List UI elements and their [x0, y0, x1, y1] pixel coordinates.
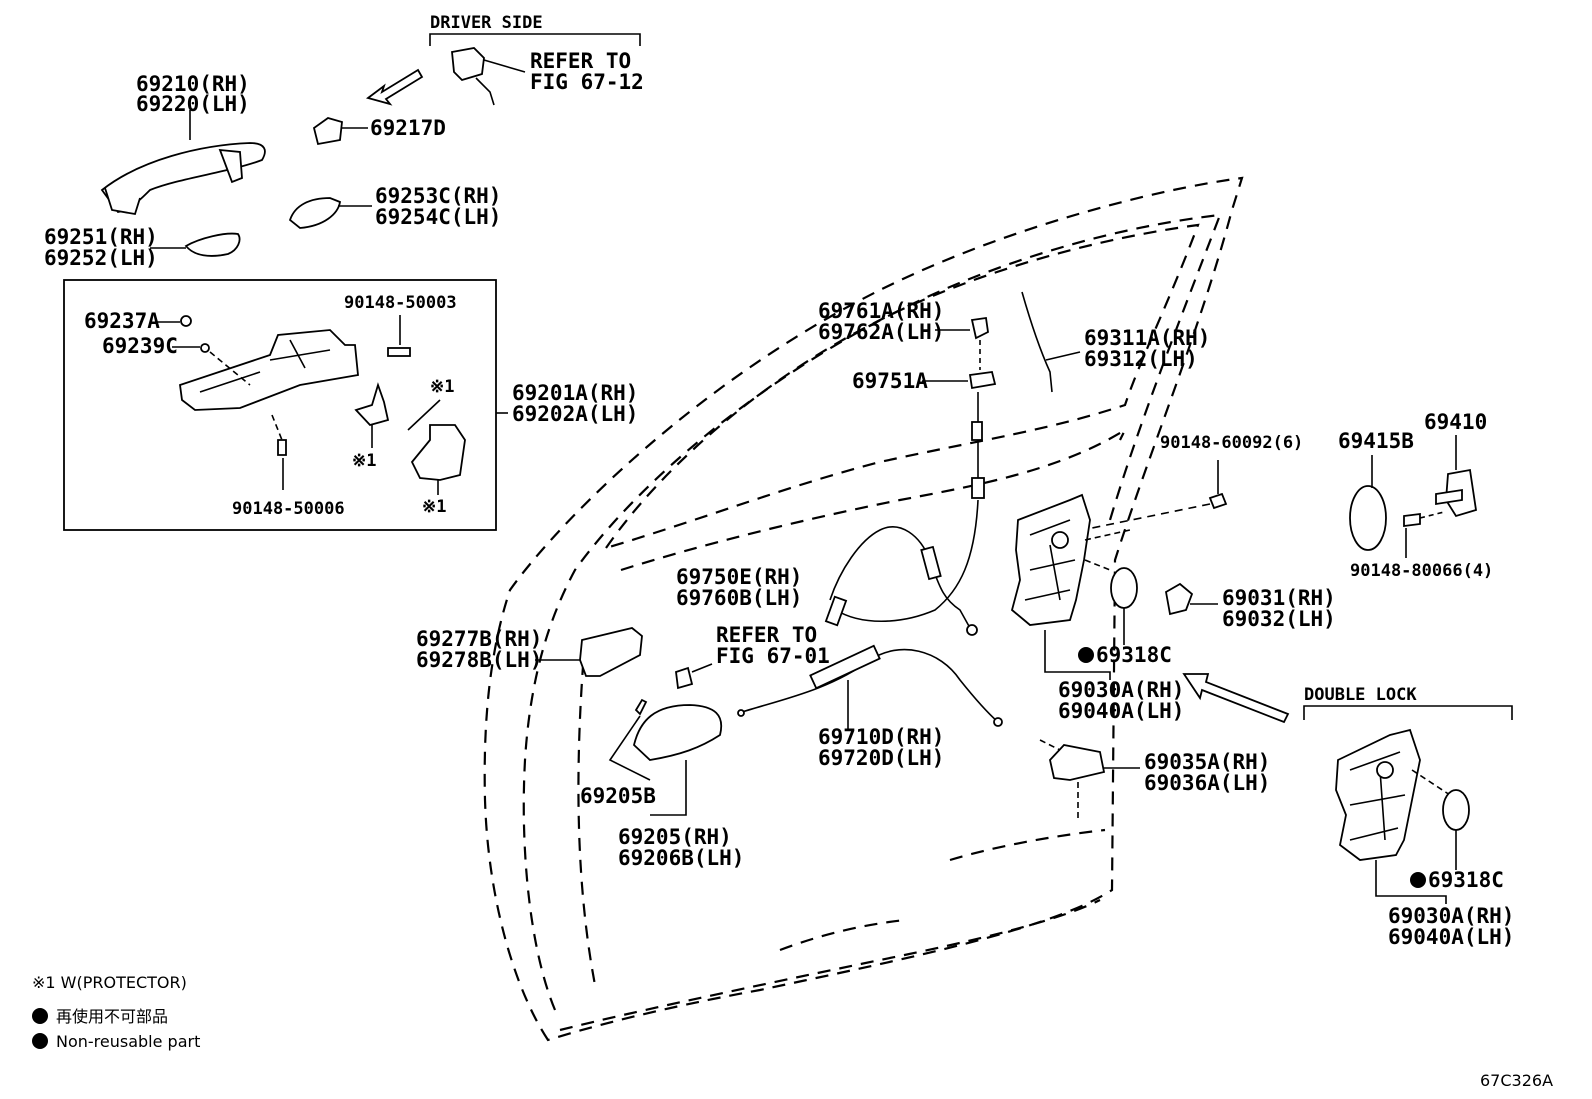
label-69040a-a: 69040A(LH) [1058, 699, 1184, 723]
label-69750e: 69750E(RH) [676, 565, 802, 589]
label-fig-67-12: FIG 67-12 [530, 70, 644, 94]
part-69205 [633, 704, 723, 761]
label-69202a: 69202A(LH) [512, 402, 638, 426]
sensor-unit [410, 424, 466, 481]
label-69035a: 69035A(RH) [1144, 750, 1270, 774]
label-69205b: 69205B [580, 784, 656, 808]
label-69239c: 69239C [102, 334, 178, 358]
double-lock-bracket [1303, 705, 1513, 720]
label-69030a-b: 69030A(RH) [1388, 904, 1514, 928]
label-refer-to-b: REFER TO [716, 623, 817, 647]
label-69252: 69252(LH) [44, 246, 158, 270]
arrow-icon [365, 68, 424, 106]
driver-side-bracket [429, 33, 641, 46]
legend-non-reusable-en: Non-reusable part [56, 1032, 200, 1051]
label-fig-67-01: FIG 67-01 [716, 644, 830, 668]
screw-90148-80066 [1403, 512, 1421, 528]
screw-90148-60092 [1208, 492, 1228, 510]
label-refer-to-a: REFER TO [530, 49, 631, 73]
label-69415b: 69415B [1338, 429, 1414, 453]
label-69720d: 69720D(LH) [818, 746, 944, 770]
label-69201a: 69201A(RH) [512, 381, 638, 405]
screw-90148-50006 [277, 439, 287, 456]
label-90148-50003: 90148-50003 [344, 293, 457, 313]
outside-handle [100, 110, 266, 216]
label-69318c-a: 69318C [1096, 643, 1172, 667]
label-69410: 69410 [1424, 410, 1487, 434]
label-69311a: 69311A(RH) [1084, 326, 1210, 350]
nonreusable-dot-a [1078, 647, 1094, 663]
part-69251 [184, 232, 241, 257]
label-mark1a: ※1 [352, 451, 376, 471]
rod-69311a [1021, 291, 1053, 393]
label-69760b: 69760B(LH) [676, 586, 802, 610]
label-69253c: 69253C(RH) [375, 184, 501, 208]
assembly-box [63, 279, 497, 531]
label-mark1c: ※1 [422, 497, 446, 517]
screw-90148-50003 [387, 347, 411, 357]
label-69205: 69205(RH) [618, 825, 732, 849]
label-90148-60092: 90148-60092(6) [1160, 433, 1303, 453]
nonreusable-dot-b [1410, 872, 1426, 888]
label-double-lock: DOUBLE LOCK [1304, 685, 1417, 705]
cable-69750e [829, 526, 971, 629]
label-69210: 69210(RH) [136, 72, 250, 96]
label-69030a-a: 69030A(RH) [1058, 678, 1184, 702]
double-lock-arrow-icon [1182, 673, 1290, 724]
label-69217d: 69217D [370, 116, 446, 140]
label-69220: 69220(LH) [136, 92, 250, 116]
label-69710d: 69710D(RH) [818, 725, 944, 749]
part-69031 [1165, 582, 1194, 616]
part-69415b [1349, 485, 1387, 551]
label-69237a: 69237A [84, 309, 160, 333]
label-69032: 69032(LH) [1222, 607, 1336, 631]
label-69031: 69031(RH) [1222, 586, 1336, 610]
legend-dot-en [32, 1033, 48, 1049]
part-69217d [312, 117, 343, 146]
part-69277b [579, 627, 643, 677]
bracket-small [354, 382, 390, 427]
label-mark1b: ※1 [430, 377, 454, 397]
label-driver-side: DRIVER SIDE [430, 13, 543, 33]
legend-non-reusable-jp: 再使用不可部品 [56, 1007, 168, 1026]
label-69277b: 69277B(RH) [416, 627, 542, 651]
label-69761a: 69761A(RH) [818, 299, 944, 323]
label-69251: 69251(RH) [44, 225, 158, 249]
key-cylinder [451, 47, 485, 82]
door-lock-double [1335, 728, 1421, 861]
part-69237a [180, 315, 192, 327]
door-lock-main [1010, 493, 1091, 626]
label-90148-50006: 90148-50006 [232, 499, 345, 519]
figure-code: 67C326A [1480, 1071, 1553, 1090]
ring-69318c-b [1442, 789, 1470, 831]
part-69253c [288, 197, 342, 229]
ring-69318c-a [1110, 567, 1138, 609]
label-69254c: 69254C(LH) [375, 205, 501, 229]
handle-frame [179, 329, 359, 411]
label-69036a: 69036A(LH) [1144, 771, 1270, 795]
label-69206b: 69206B(LH) [618, 846, 744, 870]
label-69318c-b: 69318C [1428, 868, 1504, 892]
label-69040a-b: 69040A(LH) [1388, 925, 1514, 949]
legend-protector: ※1 W(PROTECTOR) [32, 973, 187, 992]
part-69035a [1049, 744, 1106, 781]
door-outline [483, 176, 1244, 1042]
label-90148-80066: 90148-80066(4) [1350, 561, 1493, 581]
label-69312: 69312(LH) [1084, 347, 1198, 371]
legend-dot-jp [32, 1008, 48, 1024]
part-69239c [200, 343, 210, 353]
clip-refer [675, 666, 694, 690]
label-69751a: 69751A [852, 369, 928, 393]
cable-69710d [741, 648, 999, 723]
label-69762a: 69762A(LH) [818, 320, 944, 344]
label-69278b: 69278B(LH) [416, 648, 542, 672]
lock-rod [968, 316, 997, 499]
